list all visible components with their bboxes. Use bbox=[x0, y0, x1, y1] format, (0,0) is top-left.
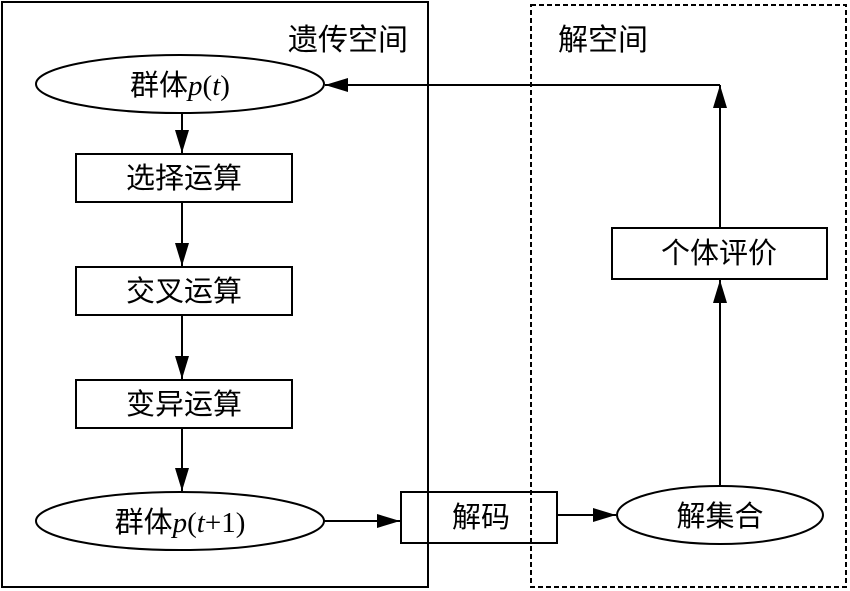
node-evaluation: 个体评价 bbox=[611, 227, 828, 280]
node-population-t-label: 群体p(t) bbox=[130, 68, 230, 102]
node-decode-label: 解码 bbox=[452, 500, 510, 534]
node-evaluation-label: 个体评价 bbox=[661, 236, 777, 270]
node-crossover: 交叉运算 bbox=[75, 266, 293, 316]
genetic-space-region bbox=[1, 1, 429, 588]
node-crossover-label: 交叉运算 bbox=[126, 274, 242, 308]
node-mutation-label: 变异运算 bbox=[126, 387, 242, 421]
node-solution-set-label: 解集合 bbox=[676, 499, 763, 533]
node-selection-label: 选择运算 bbox=[126, 161, 242, 195]
node-decode: 解码 bbox=[400, 491, 558, 544]
node-solution-set: 解集合 bbox=[616, 485, 824, 545]
node-population-t1-label: 群体p(t+1) bbox=[115, 505, 246, 539]
node-population-t1: 群体p(t+1) bbox=[35, 491, 325, 551]
node-selection: 选择运算 bbox=[75, 153, 293, 203]
node-population-t: 群体p(t) bbox=[35, 54, 325, 114]
genetic-space-label: 遗传空间 bbox=[288, 23, 408, 58]
node-mutation: 变异运算 bbox=[75, 379, 293, 429]
solution-space-label: 解空间 bbox=[558, 23, 648, 58]
